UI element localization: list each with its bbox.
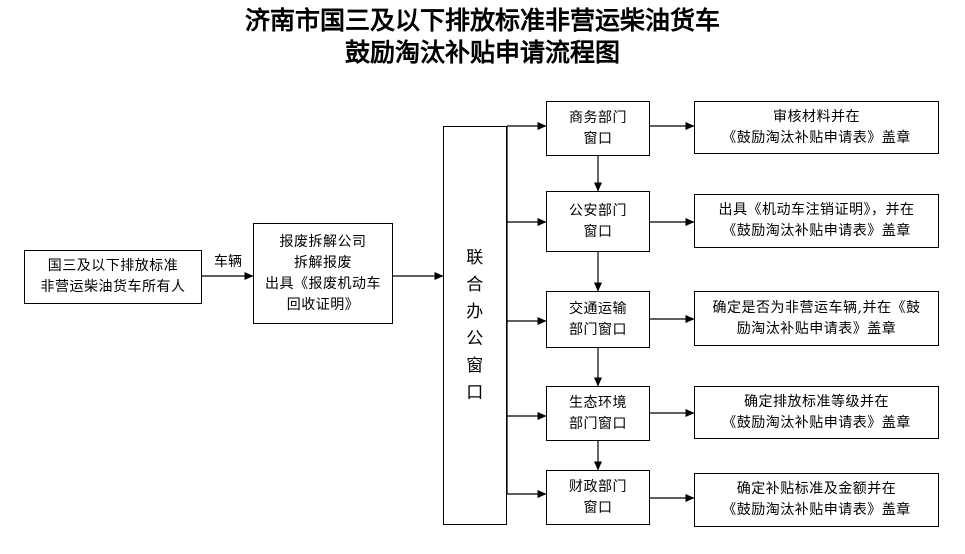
transport-window-line-2: 部门窗口 [569,321,627,338]
dismantling-company-line-4: 回收证明》 [286,296,360,313]
transport-action-line-2: 励淘汰补贴申请表》盖章 [736,320,897,337]
finance-window-line-2: 窗口 [583,499,613,516]
finance-action-line-1: 确定补贴标准及金额并在 [736,481,897,497]
police-department-window-node: 公安部门 窗口 [546,191,650,252]
joint-office-char: 合 [466,274,484,295]
dismantling-company-line-1: 报废拆解公司 [279,233,367,250]
dismantling-company-node: 报废拆解公司 拆解报废 出具《报废机动车 回收证明》 [253,223,393,324]
environment-window-line-2: 部门窗口 [569,415,627,432]
commerce-window-line-1: 商务部门 [569,109,627,126]
finance-window-line-1: 财政部门 [569,478,627,495]
transport-department-window-node: 交通运输 部门窗口 [546,291,650,348]
commerce-window-line-2: 窗口 [583,130,613,147]
police-action-line-2: 《鼓励淘汰补贴申请表》盖章 [722,223,911,239]
finance-action-line-2: 《鼓励淘汰补贴申请表》盖章 [722,502,911,518]
joint-office-char: 办 [466,301,484,322]
dismantling-company-line-2: 拆解报废 [294,254,352,271]
dismantling-company-line-3: 出具《报废机动车 [265,275,381,292]
police-action-node: 出具《机动车注销证明》，并在 《鼓励淘汰补贴申请表》盖章 [694,194,939,248]
vehicle-owner-line-2: 非营运柴油货车所有人 [40,279,186,295]
vehicle-owner-line-1: 国三及以下排放标准 [47,258,179,274]
commerce-action-line-2: 《鼓励淘汰补贴申请表》盖章 [722,129,911,146]
joint-office-char: 窗 [466,355,484,376]
environment-action-line-2: 《鼓励淘汰补贴申请表》盖章 [722,414,911,431]
transport-window-line-1: 交通运输 [569,300,627,317]
finance-department-window-node: 财政部门 窗口 [546,470,650,525]
environment-action-line-1: 确定排放标准等级并在 [744,393,889,410]
environment-window-line-1: 生态环境 [569,394,627,411]
environment-department-window-node: 生态环境 部门窗口 [546,386,650,441]
commerce-action-line-1: 审核材料并在 [773,108,860,125]
vehicle-owner-node: 国三及以下排放标准 非营运柴油货车所有人 [24,250,202,304]
edge-label-vehicle: 车辆 [214,254,242,270]
joint-office-char: 口 [466,382,484,403]
joint-office-char: 联 [466,247,484,268]
joint-office-window-node: 联 合 办 公 窗 口 [443,126,507,525]
diagram-title-line-1: 济南市国三及以下排放标准非营运柴油货车 [244,6,720,35]
commerce-action-node: 审核材料并在 《鼓励淘汰补贴申请表》盖章 [694,101,939,154]
transport-action-node: 确定是否为非营运车辆,并在《鼓 励淘汰补贴申请表》盖章 [694,291,939,346]
finance-action-node: 确定补贴标准及金额并在 《鼓励淘汰补贴申请表》盖章 [694,473,939,527]
commerce-department-window-node: 商务部门 窗口 [546,101,650,156]
police-window-line-2: 窗口 [583,223,613,240]
police-action-line-1: 出具《机动车注销证明》，并在 [718,202,915,218]
police-window-line-1: 公安部门 [569,202,627,219]
environment-action-node: 确定排放标准等级并在 《鼓励淘汰补贴申请表》盖章 [694,386,939,439]
transport-action-line-1: 确定是否为非营运车辆,并在《鼓 [712,299,921,316]
joint-office-char: 公 [466,328,484,349]
diagram-title-line-2: 鼓励淘汰补贴申请流程图 [344,38,620,67]
